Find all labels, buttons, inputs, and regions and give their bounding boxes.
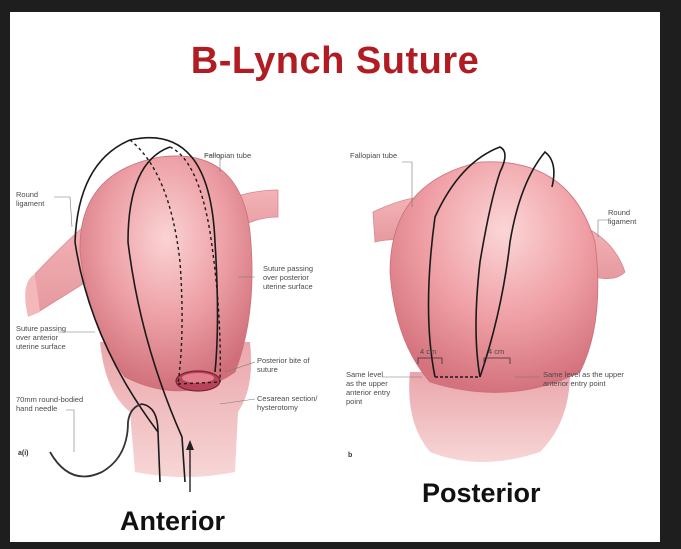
panel-tag-posterior: b <box>348 452 352 459</box>
label-fallopian-tube-anterior: Fallopian tube <box>204 151 251 160</box>
label-posterior-bite: Posterior bite of suture <box>257 356 310 374</box>
caption-posterior: Posterior <box>422 478 541 509</box>
label-suture-anterior-surface: Suture passing over anterior uterine sur… <box>16 324 66 351</box>
anterior-uterus <box>25 138 278 492</box>
label-fallopian-tube-posterior: Fallopian tube <box>350 151 397 160</box>
caption-anterior: Anterior <box>120 506 225 537</box>
label-same-level-right: Same level as the upper anterior entry p… <box>543 370 624 388</box>
label-suture-posterior-surface: Suture passing over posterior uterine su… <box>263 264 313 291</box>
panel-tag-anterior: a(i) <box>18 450 29 457</box>
label-round-ligament-anterior: Round ligament <box>16 190 44 208</box>
posterior-uterus <box>373 147 625 462</box>
label-needle: 70mm round-bodied hand needle <box>16 395 83 413</box>
slide: B-Lynch Suture <box>10 12 660 542</box>
label-distance-left: 4 cm <box>420 347 436 356</box>
label-distance-right: 4 cm <box>488 347 504 356</box>
label-round-ligament-posterior: Round ligament <box>608 208 636 226</box>
label-same-level-left: Same level as the upper anterior entry p… <box>346 370 390 406</box>
label-cesarean-hysterotomy: Cesarean section/ hysterotomy <box>257 394 317 412</box>
b-lynch-illustration <box>10 12 660 542</box>
